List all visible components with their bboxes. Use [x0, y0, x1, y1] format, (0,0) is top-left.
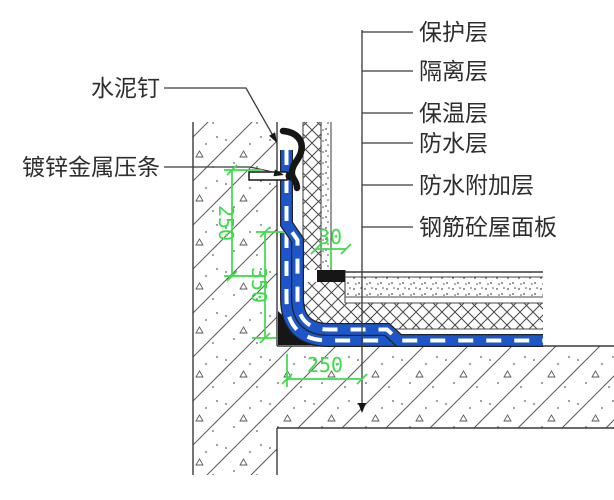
label-protection-layer: 保护层	[419, 20, 488, 46]
leader-galvanized-batten	[164, 166, 284, 177]
dimension-membrane-termination: 250	[214, 164, 264, 282]
dimension-sealant-gap: 30	[310, 225, 352, 268]
label-insulation-layer: 保温层	[419, 101, 488, 127]
label-galvanized-batten: 镀锌金属压条	[22, 155, 160, 181]
label-rc-roof-slab: 钢筋砼屋面板	[419, 215, 557, 241]
additional-waterproof-membrane	[280, 233, 397, 347]
metal-batten	[279, 127, 305, 192]
label-cement-nail: 水泥钉	[91, 76, 160, 102]
waterproof-membrane	[280, 150, 543, 347]
label-isolation-layer: 隔离层	[419, 59, 488, 85]
sealant-joint	[317, 270, 345, 282]
svg-text:250: 250	[214, 205, 238, 241]
right-label-ladder	[358, 30, 413, 413]
protection-layer	[345, 271, 543, 298]
cement-nail	[248, 171, 295, 181]
svg-text:250: 250	[307, 353, 343, 377]
roof-slab	[277, 345, 614, 429]
protection-upturn	[321, 122, 332, 270]
dimension-flashing-upturn: 350	[247, 226, 284, 344]
leader-cement-nail	[164, 87, 277, 143]
svg-text:30: 30	[318, 225, 342, 249]
dimension-additional-layer-extent: 250	[281, 353, 368, 387]
label-waterproof-layer: 防水层	[419, 131, 488, 157]
svg-text:350: 350	[247, 267, 271, 303]
label-additional-waterproof-layer: 防水附加层	[419, 173, 534, 199]
parapet-wall	[192, 122, 278, 475]
